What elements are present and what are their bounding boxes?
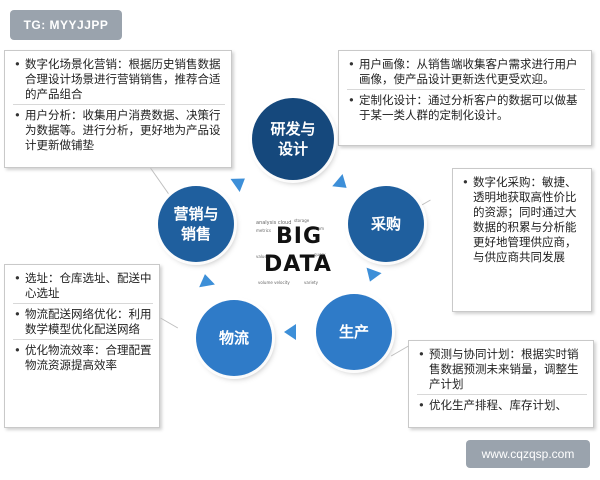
marketing-info-box: 数字化场景化营销：根据历史销售数据合理设计场景进行营销销售，推荐合适的产品组合 … xyxy=(4,50,232,168)
production-info-box: 预测与协同计划：根据实时销售数据预测未来销量，调整生产计划 优化生产排程、库存计… xyxy=(408,340,594,428)
node-logistics: 物流 xyxy=(196,300,272,376)
node-design-line2: 设计 xyxy=(277,140,308,158)
node-design: 研发与设计 xyxy=(252,98,334,180)
big-word: BIG xyxy=(276,224,323,249)
logistics-item: 优化物流效率：合理配置物流资源提高效率 xyxy=(13,339,153,373)
svg-text:variety: variety xyxy=(304,280,319,285)
big-data-icon: analysis cloud storage metrics stream va… xyxy=(254,214,334,288)
design-info-box: 用户画像：从销售端收集客户需求进行用户画像，使产品设计更新迭代更受欢迎。 定制化… xyxy=(338,50,592,146)
design-item: 定制化设计：通过分析客户的数据可以做基于某一类人群的定制化设计。 xyxy=(347,89,585,123)
node-production-label: 生产 xyxy=(338,323,369,341)
purchase-info-box: 数字化采购：敏捷、透明地获取高性价比的资源；同时通过大数据的积累与分析能更好地管… xyxy=(452,168,592,312)
node-marketing-line1: 营销与 xyxy=(173,205,219,223)
arrow-right-icon xyxy=(332,174,352,194)
connector-line xyxy=(390,345,409,357)
purchase-item: 数字化采购：敏捷、透明地获取高性价比的资源；同时通过大数据的积累与分析能更好地管… xyxy=(461,175,585,265)
node-production: 生产 xyxy=(316,294,392,370)
marketing-item: 用户分析：收集用户消费数据、决策行为数据等。进行分析，更好地为产品设计更新做铺垫 xyxy=(13,104,225,153)
svg-text:metrics: metrics xyxy=(256,228,271,233)
design-item: 用户画像：从销售端收集客户需求进行用户画像，使产品设计更新迭代更受欢迎。 xyxy=(347,57,585,87)
svg-text:analysis cloud: analysis cloud xyxy=(256,220,291,226)
node-design-line1: 研发与 xyxy=(270,120,316,138)
tag-label: TG: MYYJJPP xyxy=(10,10,122,40)
node-purchase-label: 采购 xyxy=(370,215,401,233)
node-marketing-line2: 销售 xyxy=(180,225,211,243)
connector-line xyxy=(150,167,171,197)
arrow-right-icon xyxy=(197,272,215,288)
production-item: 优化生产排程、库存计划、 xyxy=(417,394,587,413)
logistics-info-box: 选址：仓库选址、配送中心选址 物流配送网络优化：利用数学模型优化配送网络 优化物… xyxy=(4,264,160,428)
node-marketing: 营销与销售 xyxy=(158,186,234,262)
svg-text:volume velocity: volume velocity xyxy=(258,280,290,285)
svg-text:query: query xyxy=(314,252,326,257)
arrow-right-icon xyxy=(284,324,296,340)
svg-text:value: value xyxy=(256,254,267,259)
svg-text:stream: stream xyxy=(310,226,324,231)
node-purchase: 采购 xyxy=(348,186,424,262)
marketing-item: 数字化场景化营销：根据历史销售数据合理设计场景进行营销销售，推荐合适的产品组合 xyxy=(13,57,225,102)
data-word: DATA xyxy=(264,252,332,277)
big-data-wordcloud-icon: analysis cloud storage metrics stream va… xyxy=(256,218,326,285)
arrow-right-icon xyxy=(230,172,250,192)
svg-text:storage: storage xyxy=(294,218,310,223)
logistics-item: 物流配送网络优化：利用数学模型优化配送网络 xyxy=(13,303,153,337)
watermark-label: www.cqzqsp.com xyxy=(466,440,590,468)
connector-line xyxy=(160,317,179,329)
production-item: 预测与协同计划：根据实时销售数据预测未来销量，调整生产计划 xyxy=(417,347,587,392)
node-logistics-label: 物流 xyxy=(218,329,249,347)
arrow-right-icon xyxy=(362,267,382,285)
logistics-item: 选址：仓库选址、配送中心选址 xyxy=(13,271,153,301)
